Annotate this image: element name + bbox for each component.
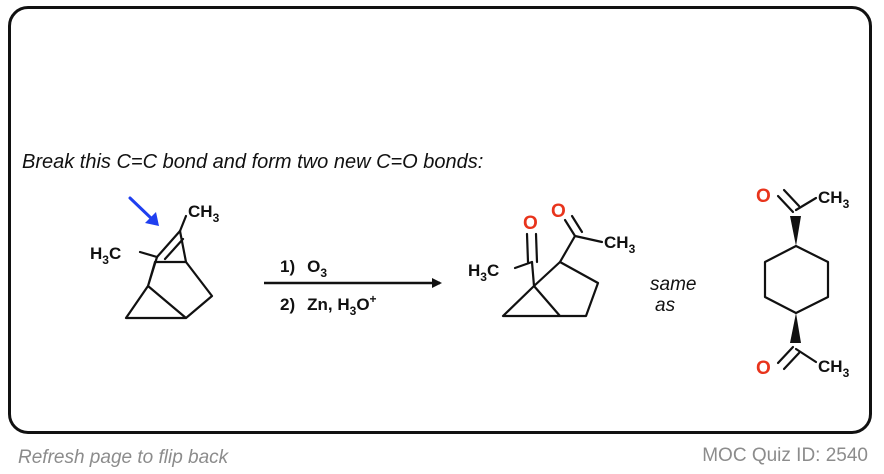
product-oxygen-1: O xyxy=(523,213,538,234)
cyclohexane-ring xyxy=(763,244,830,315)
cc-double-bond xyxy=(155,229,182,259)
cc-double-bond-inner xyxy=(163,237,185,261)
same-as-line-2: as xyxy=(655,295,676,316)
acetyl-bond xyxy=(558,234,577,264)
reaction-arrow: 1)O3 2)Zn, H3O+ xyxy=(264,257,442,318)
reactant-molecule: CH3 H3C xyxy=(90,196,220,320)
wedge-bond-top xyxy=(790,216,801,246)
methyl-bond-left xyxy=(513,260,534,270)
top-carbonyl-a xyxy=(776,194,795,214)
product-ring xyxy=(501,260,600,318)
carbonyl-bond-2b xyxy=(570,214,584,234)
equivalent-oxygen-top: O xyxy=(756,186,771,207)
ketone-bond-1b xyxy=(534,232,539,264)
wedge-bond-bottom xyxy=(790,313,801,343)
bottom-carbonyl-a xyxy=(776,345,795,365)
blue-pointer-arrowhead-icon xyxy=(145,212,159,226)
top-carbonyl-b xyxy=(782,188,801,208)
bottom-carbonyl-b xyxy=(782,351,801,371)
ch3-label-top: CH3 xyxy=(188,202,220,225)
condition-step-2: 2)Zn, H3O+ xyxy=(280,292,377,318)
same-as-line-1: same xyxy=(650,274,696,295)
ch3-label-top: CH3 xyxy=(818,188,850,211)
carbonyl-bond-2a xyxy=(563,218,577,238)
ch3-label: CH3 xyxy=(604,233,636,256)
question-instruction: Break this C=C bond and form two new C=O… xyxy=(22,151,484,173)
condition-step-1: 1)O3 xyxy=(280,257,327,280)
equivalent-molecule: O CH3 O CH3 xyxy=(756,186,850,380)
quiz-id: MOC Quiz ID: 2540 xyxy=(702,445,868,466)
equivalent-oxygen-bottom: O xyxy=(756,358,771,379)
product-molecule: O H3C O CH3 xyxy=(468,201,636,318)
bottom-methyl-bond xyxy=(794,347,818,364)
methyl-bond-left xyxy=(138,250,159,259)
methyl-bond-top xyxy=(178,214,188,233)
top-methyl-bond xyxy=(794,196,818,212)
refresh-hint: Refresh page to flip back xyxy=(18,447,229,468)
h3c-label-left: H3C xyxy=(90,244,121,267)
h3c-label: H3C xyxy=(468,261,499,284)
ketone-bond-1a xyxy=(525,232,530,264)
acetyl-methyl-bond xyxy=(573,234,604,244)
blue-pointer-arrow-icon xyxy=(128,196,155,222)
product-oxygen-2: O xyxy=(551,201,566,222)
ch3-label-bottom: CH3 xyxy=(818,357,850,380)
